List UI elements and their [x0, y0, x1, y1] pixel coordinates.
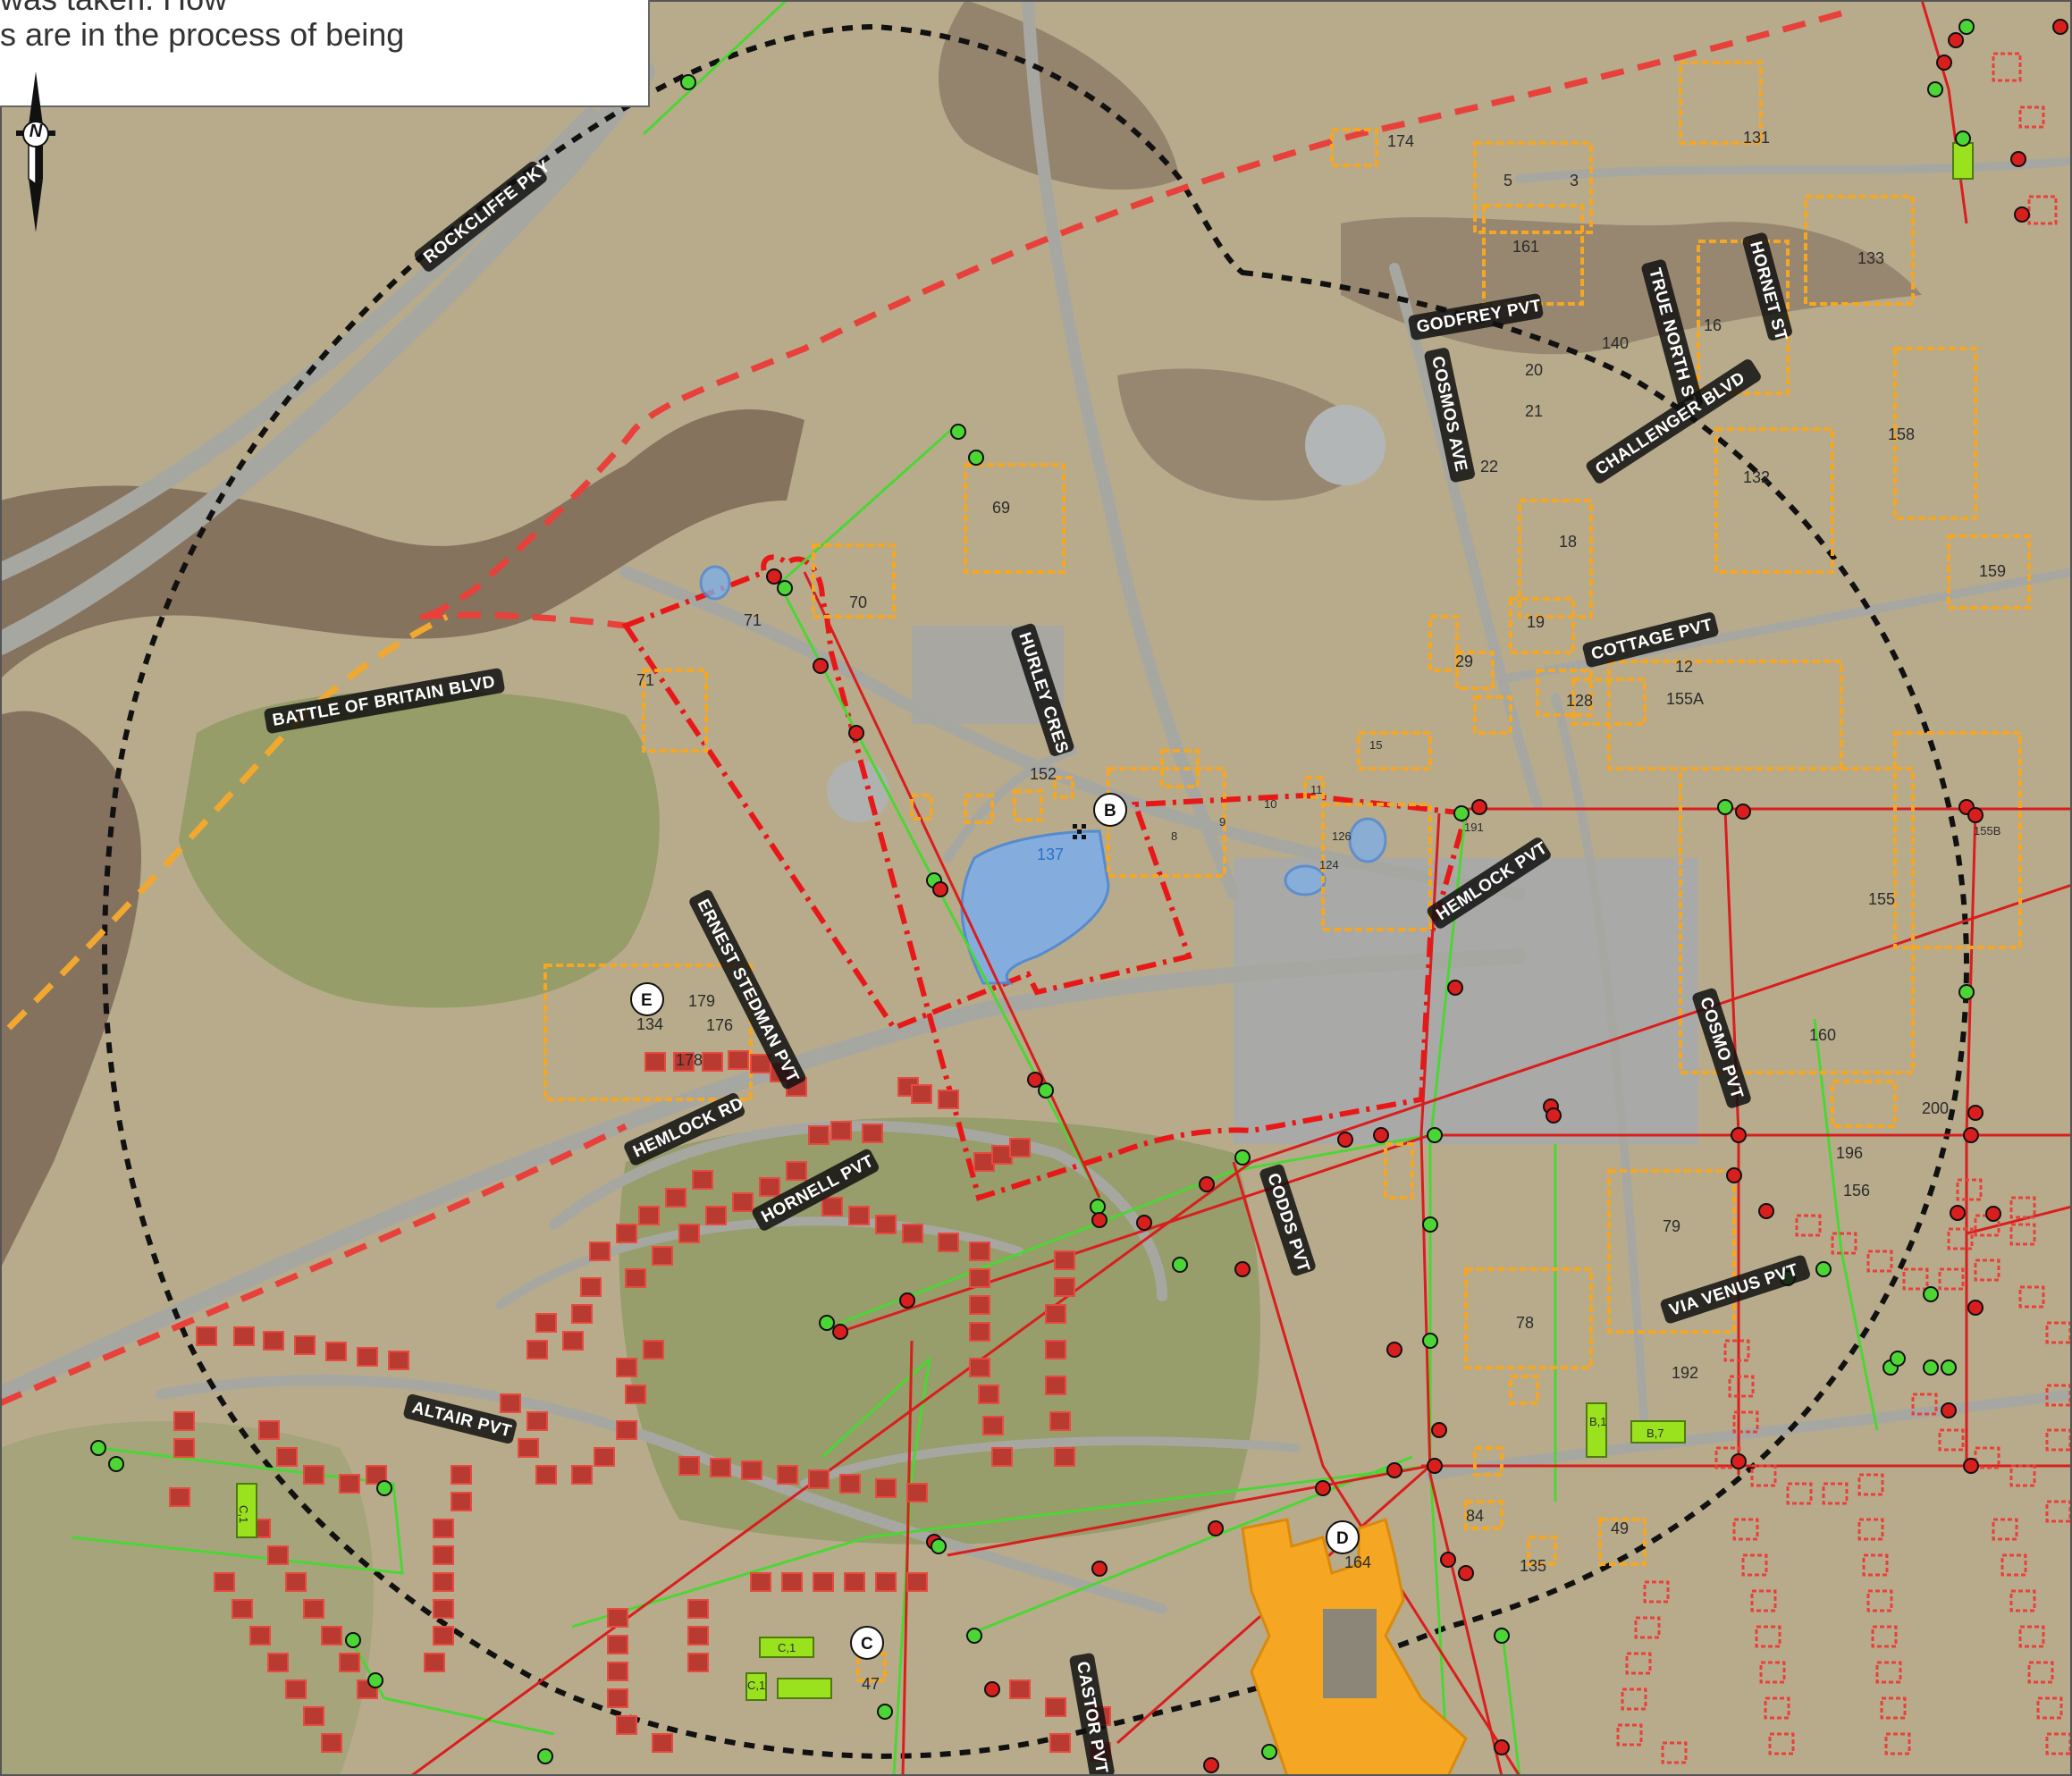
building-number: 126 — [1332, 829, 1352, 843]
building-number: 159 — [1979, 562, 2006, 580]
target-marker-icon — [1073, 824, 1086, 839]
building-number: 134 — [636, 1015, 663, 1033]
lime-building-number: C,1 — [747, 1679, 765, 1692]
building-number: 3 — [1570, 172, 1579, 189]
building-number: 19 — [1527, 613, 1545, 631]
grass-field — [179, 690, 660, 1008]
building-number: 71 — [636, 671, 654, 689]
red-dashed-buildings — [1616, 52, 2072, 1764]
note-text-line2: s are in the process of being — [0, 16, 405, 53]
building-number: 164 — [1344, 1553, 1371, 1571]
radius-circle — [102, 23, 1970, 1759]
building-number: 156 — [1843, 1182, 1870, 1199]
building-number: 132 — [1743, 468, 1770, 486]
building-number: 20 — [1525, 361, 1543, 379]
building-number: 71 — [744, 611, 762, 629]
building-number: 200 — [1922, 1099, 1949, 1117]
building-d-courtyard — [1323, 1609, 1377, 1698]
lime-buildings — [236, 142, 1974, 1701]
building-number: 18 — [1559, 533, 1577, 551]
blue-area-137 — [960, 829, 1110, 985]
building-number: 79 — [1663, 1217, 1680, 1235]
building-number: 137 — [1037, 846, 1064, 863]
building-number: 84 — [1466, 1507, 1484, 1525]
orange-buildings — [543, 61, 2031, 1682]
building-number: 155 — [1868, 890, 1895, 908]
grass-field — [619, 1117, 1260, 1545]
lime-building-number: C,1 — [778, 1641, 796, 1654]
building-number: 178 — [676, 1051, 703, 1069]
building-number: 140 — [1602, 334, 1629, 352]
building-number: 47 — [862, 1675, 880, 1693]
building-number: 124 — [1319, 858, 1339, 871]
site-marker-b[interactable]: B — [1093, 793, 1127, 827]
building-number: 9 — [1219, 815, 1226, 829]
round-pad — [827, 760, 889, 822]
site-label: E — [641, 991, 653, 1010]
red-dashed-boundary — [419, 10, 1842, 620]
red-dashed-boundary — [0, 1123, 627, 1407]
tree-cover — [1117, 368, 1370, 501]
site-markers[interactable]: B C D E — [630, 793, 1360, 1660]
north-label: N — [29, 122, 43, 141]
site-label: D — [1336, 1529, 1349, 1548]
building-number: 155B — [1974, 824, 2000, 837]
grass-field — [0, 1421, 374, 1776]
site-marker-d[interactable]: D — [1326, 1520, 1360, 1554]
building-number: 133 — [1857, 249, 1884, 267]
note-text-line1: was taken. How — [0, 0, 227, 18]
building-number: 152 — [1030, 765, 1057, 783]
site-boundary — [621, 554, 1470, 1201]
building-number: 16 — [1704, 316, 1722, 334]
building-number: 191 — [1464, 821, 1484, 834]
lime-building-number: B,7 — [1647, 1427, 1664, 1440]
building-number: 179 — [688, 992, 715, 1010]
building-number: 5 — [1503, 172, 1512, 189]
building-number: 49 — [1611, 1519, 1629, 1537]
building-number: 174 — [1387, 132, 1414, 150]
building-number: 21 — [1525, 402, 1543, 420]
building-number: 70 — [849, 593, 867, 611]
building-number: 69 — [992, 499, 1010, 517]
building-number: 131 — [1743, 129, 1770, 147]
building-number: 78 — [1516, 1314, 1534, 1332]
site-marker-e[interactable]: E — [630, 982, 664, 1016]
blue-area — [699, 565, 731, 601]
red-buildings — [169, 1050, 1111, 1762]
building-number: 8 — [1171, 829, 1177, 843]
building-number: 192 — [1672, 1364, 1698, 1382]
site-label: B — [1104, 802, 1116, 821]
building-number: 176 — [706, 1016, 733, 1034]
blue-area — [1348, 817, 1387, 863]
building-number: 135 — [1520, 1557, 1546, 1575]
tree-cover — [0, 409, 804, 679]
tree-cover — [0, 711, 141, 1269]
red-dashed-boundary — [419, 611, 627, 629]
building-number: 160 — [1809, 1026, 1836, 1044]
site-label: C — [861, 1635, 873, 1654]
north-arrow-icon: N — [16, 72, 55, 232]
building-number: 196 — [1836, 1144, 1863, 1162]
building-number: 155A — [1666, 690, 1704, 708]
network-nodes — [90, 19, 2068, 1773]
tree-cover — [939, 0, 1180, 190]
round-pad — [1305, 405, 1386, 485]
building-number: 128 — [1566, 692, 1593, 710]
building-number: 11 — [1310, 783, 1323, 796]
orange-dashed-line — [6, 613, 449, 1031]
building-number: 161 — [1512, 238, 1539, 256]
building-number: 10 — [1264, 797, 1276, 811]
building-number: 12 — [1675, 658, 1693, 676]
building-number: 29 — [1455, 652, 1473, 670]
note-box: was taken. How s are in the process of b… — [0, 0, 650, 107]
lime-building-number: B,1 — [1589, 1415, 1607, 1428]
building-number: 22 — [1480, 458, 1498, 476]
building-number: 15 — [1369, 738, 1382, 752]
lime-building-number: C,1 — [237, 1505, 250, 1523]
building-numbers: 174 131 5 3 161 133 16 140 20 21 22 158 … — [237, 129, 2006, 1693]
building-number: 158 — [1888, 425, 1915, 443]
site-marker-c[interactable]: C — [850, 1626, 884, 1660]
